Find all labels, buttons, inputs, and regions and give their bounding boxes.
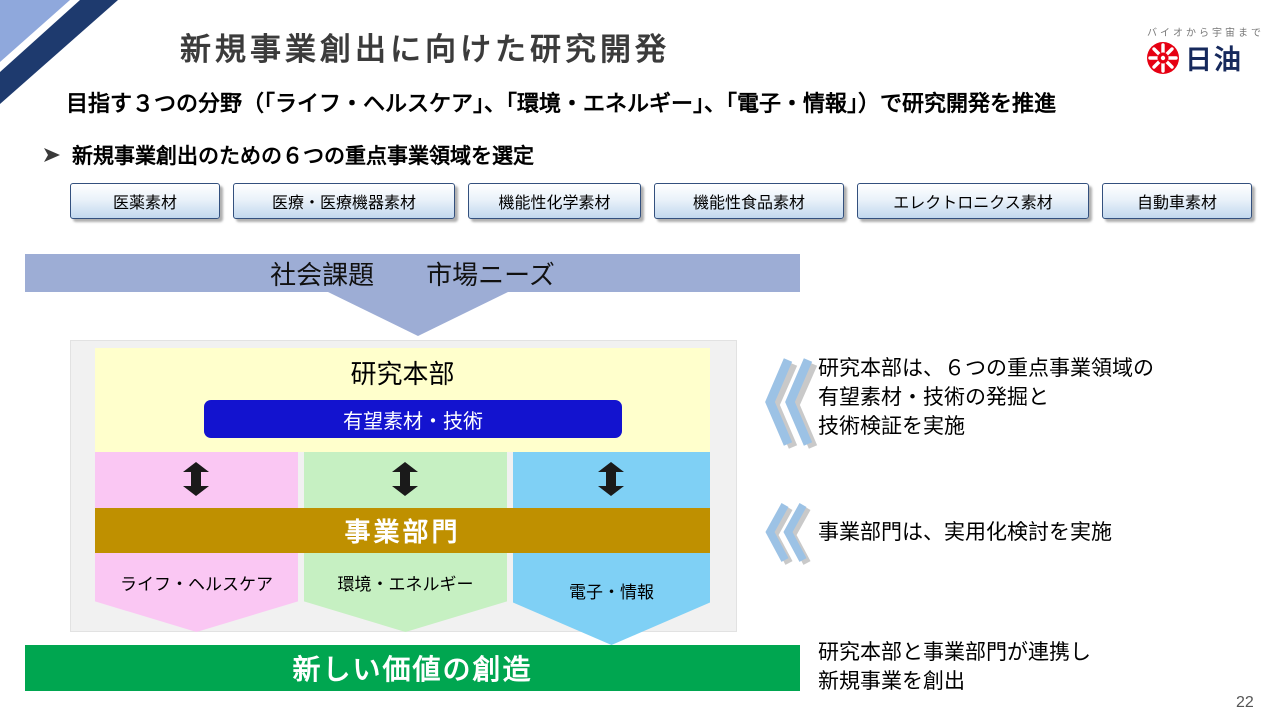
bullet-row: 新規事業創出のための６つの重点事業領域を選定 — [42, 140, 534, 170]
company-logo: 日油 — [1146, 38, 1243, 77]
research-hq-label: 研究本部 — [350, 359, 455, 389]
column-label-electronics-info: 電子・情報 — [569, 583, 654, 602]
double-chevron-icon — [765, 358, 818, 449]
column-label-life-healthcare: ライフ・ヘルスケア — [120, 575, 273, 594]
domain-chip-functional-chemicals: 機能性化学素材 — [468, 183, 641, 219]
annotation-collaboration: 研究本部と事業部門が連携し 新規事業を創出 — [818, 638, 1091, 696]
double-chevron-icon — [765, 503, 811, 565]
business-division-band: 事業部門 — [95, 508, 710, 553]
annotation-line: 有望素材・技術の発掘と — [818, 386, 1049, 409]
domain-chip-functional-foods: 機能性食品素材 — [654, 183, 844, 219]
annotation-line: 新規事業を創出 — [818, 670, 965, 693]
domain-chip-electronics: エレクトロニクス素材 — [857, 183, 1089, 219]
annotation-line: 事業部門は、実用化検討を実施 — [818, 521, 1112, 544]
annotation-business-division: 事業部門は、実用化検討を実施 — [818, 518, 1112, 547]
social-needs-banner: 社会課題 市場ニーズ — [25, 254, 800, 292]
annotation-line: 技術検証を実施 — [818, 415, 965, 438]
focus-domain-row: 医薬素材 医療・医療機器素材 機能性化学素材 機能性食品素材 エレクトロニクス素… — [70, 183, 1255, 219]
column-label-environment-energy: 環境・エネルギー — [337, 575, 474, 594]
annotation-line: 研究本部は、６つの重点事業領域の — [818, 357, 1154, 380]
brand-name: 日油 — [1185, 45, 1243, 75]
updown-arrow-icon — [392, 462, 418, 496]
nof-logo-icon — [1147, 41, 1179, 74]
bullet-arrow-icon — [44, 148, 60, 162]
updown-arrow-icon — [598, 462, 624, 496]
bullet-text: 新規事業創出のための６つの重点事業領域を選定 — [72, 145, 534, 168]
page-number: 22 — [1236, 694, 1254, 711]
annotation-research-hq: 研究本部は、６つの重点事業領域の 有望素材・技術の発掘と 技術検証を実施 — [818, 354, 1154, 441]
domain-chip-automotive: 自動車素材 — [1102, 183, 1252, 219]
domain-chip-pharma: 医薬素材 — [70, 183, 220, 219]
annotation-line: 研究本部と事業部門が連携し — [818, 641, 1091, 664]
updown-arrow-icon — [183, 462, 209, 496]
domain-chip-medical-devices: 医療・医療機器素材 — [233, 183, 455, 219]
promising-materials-box: 有望素材・技術 — [204, 400, 622, 438]
corner-decoration — [0, 0, 118, 104]
page-title: 新規事業創出に向けた研究開発 — [180, 32, 670, 67]
slide-subtitle: 目指す３つの分野（「ライフ・ヘルスケア」、「環境・エネルギー」、「電子・情報」）… — [66, 91, 1057, 116]
new-value-banner: 新しい価値の創造 — [25, 645, 800, 691]
funnel-down-arrow — [328, 292, 508, 336]
logo-tagline: バイオから宇宙まで — [1147, 28, 1264, 39]
